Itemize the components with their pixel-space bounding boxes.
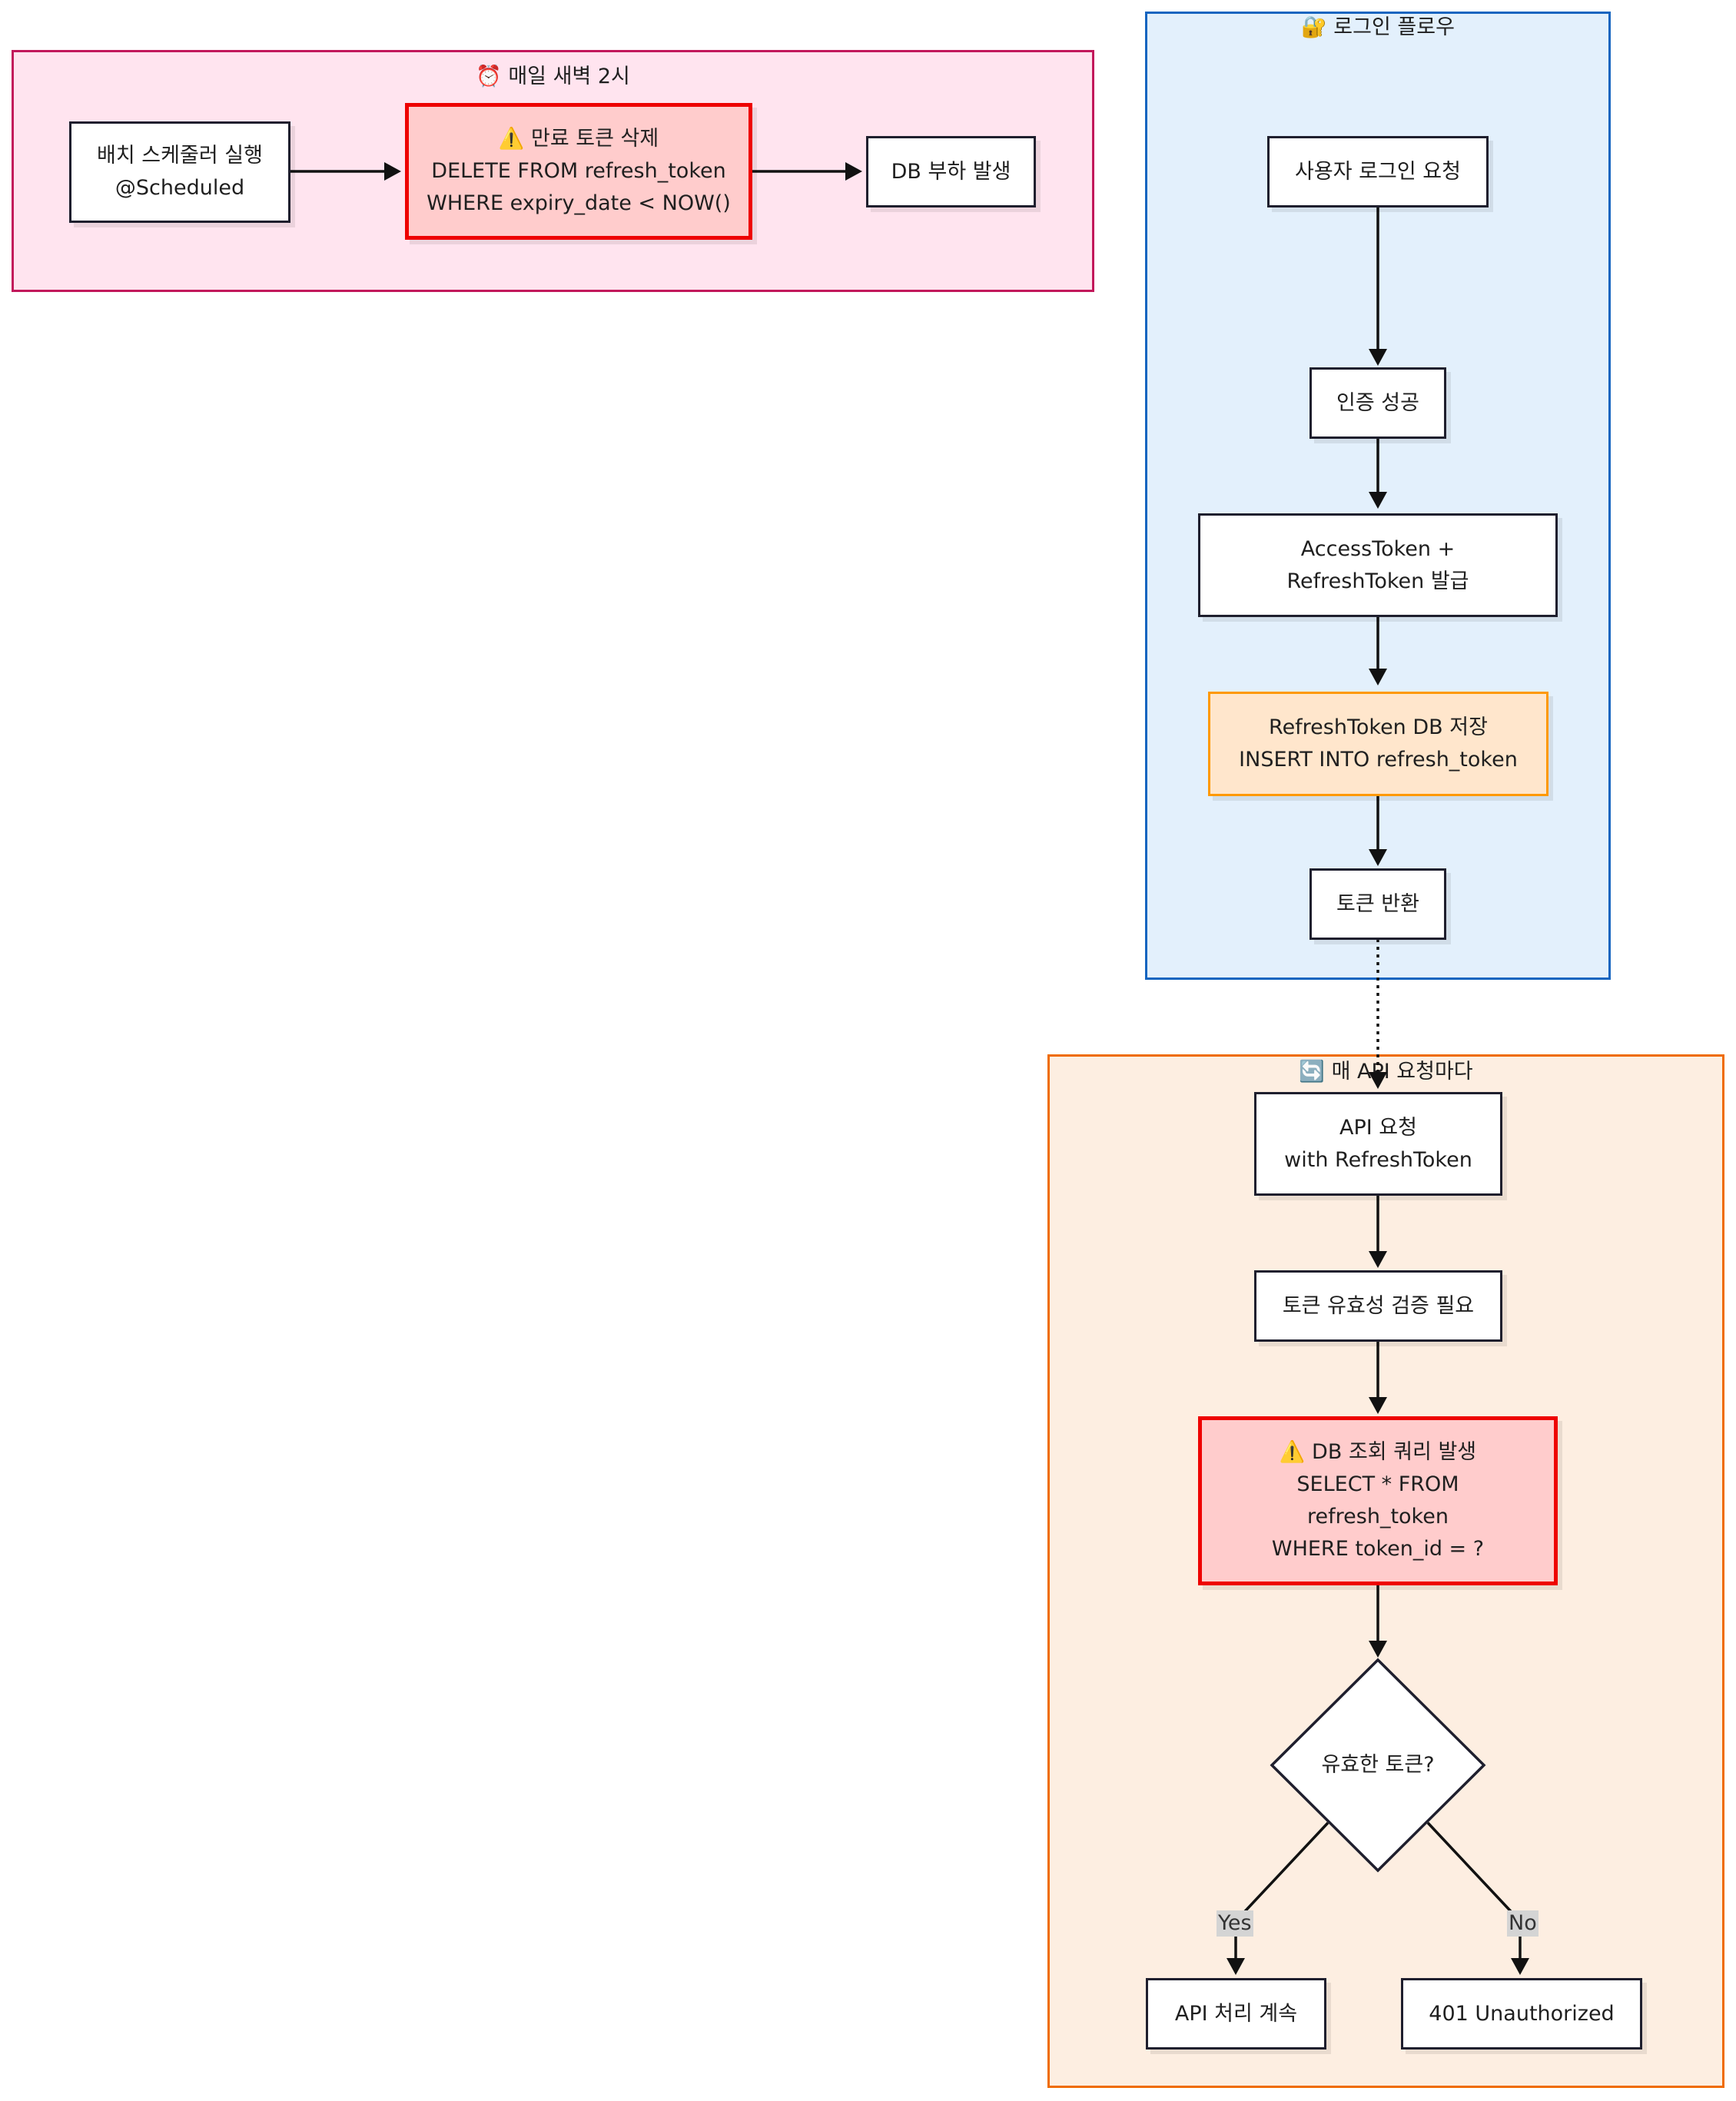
node-text: WHERE expiry_date < NOW() xyxy=(427,191,731,215)
node-text: DELETE FROM refresh_token xyxy=(431,159,726,183)
arrowhead-delete xyxy=(384,162,401,181)
node-token-return: 토큰 반환 xyxy=(1309,868,1446,940)
node-text: 사용자 로그인 요청 xyxy=(1295,159,1461,184)
lock-icon: 🔐 xyxy=(1301,15,1327,39)
node-token-validation-needed: 토큰 유효성 검증 필요 xyxy=(1254,1270,1502,1342)
node-expired-token-delete: ⚠️ 만료 토큰 삭제 DELETE FROM refresh_token WH… xyxy=(405,103,752,240)
arrowhead-return xyxy=(1369,849,1387,866)
cluster-per-api-request: 🔄 매 API 요청마다 xyxy=(1047,1054,1724,2088)
node-text: RefreshToken 발급 xyxy=(1286,569,1469,593)
node-title: DB 조회 쿼리 발생 xyxy=(1312,1440,1477,1464)
arrowhead-decision xyxy=(1369,1641,1387,1658)
arrowhead-issue xyxy=(1369,492,1387,509)
node-text: 401 Unauthorized xyxy=(1429,2001,1615,2026)
arrowhead-continue xyxy=(1226,1958,1245,1975)
node-text: AccessToken + xyxy=(1300,536,1456,561)
node-text: refresh_token xyxy=(1307,1505,1449,1528)
node-text: INSERT INTO refresh_token xyxy=(1239,748,1518,772)
node-text: 토큰 유효성 검증 필요 xyxy=(1282,1293,1475,1318)
warning-icon: ⚠️ xyxy=(1279,1440,1306,1464)
refresh-icon: 🔄 xyxy=(1299,1060,1325,1084)
cluster-login-flow-title: 🔐 로그인 플로우 xyxy=(1147,14,1608,41)
edge-label-yes: Yes xyxy=(1217,1910,1253,1937)
alarm-clock-icon: ⏰ xyxy=(476,65,502,88)
arrowhead-verify xyxy=(1369,1251,1387,1268)
node-user-login-request: 사용자 로그인 요청 xyxy=(1267,136,1489,207)
arrowhead-unauth xyxy=(1511,1958,1529,1975)
node-auth-success: 인증 성공 xyxy=(1309,367,1446,439)
node-text: 토큰 반환 xyxy=(1336,891,1419,916)
decision-valid-token-label: 유효한 토큰? xyxy=(1321,1753,1435,1777)
node-401-unauthorized: 401 Unauthorized xyxy=(1401,1978,1642,2050)
node-text: API 요청 xyxy=(1339,1115,1417,1140)
node-text: API 처리 계속 xyxy=(1174,2001,1298,2026)
node-text: DB 부하 발생 xyxy=(891,159,1011,184)
arrowhead-db-load xyxy=(845,162,862,181)
node-text: with RefreshToken xyxy=(1284,1147,1472,1172)
node-text: ⚠️ 만료 토큰 삭제 xyxy=(499,123,659,155)
arrowhead-store xyxy=(1369,669,1387,685)
cluster-daily-batch-title: ⏰ 매일 새벽 2시 xyxy=(14,63,1092,91)
cluster-title-text: 로그인 플로우 xyxy=(1333,15,1455,39)
node-text: SELECT * FROM xyxy=(1296,1472,1459,1496)
node-token-issue: AccessToken + RefreshToken 발급 xyxy=(1198,513,1558,617)
arrowhead-api xyxy=(1369,1072,1387,1089)
node-db-load: DB 부하 발생 xyxy=(866,136,1036,207)
node-title: 만료 토큰 삭제 xyxy=(531,127,659,151)
node-text: ⚠️ DB 조회 쿼리 발생 xyxy=(1280,1436,1476,1469)
node-batch-scheduler: 배치 스케줄러 실행 @Scheduled xyxy=(69,121,290,223)
edge-label-no: No xyxy=(1507,1910,1539,1937)
arrowhead-auth xyxy=(1369,349,1387,366)
cluster-per-api-request-title: 🔄 매 API 요청마다 xyxy=(1050,1058,1722,1086)
node-api-request: API 요청 with RefreshToken xyxy=(1254,1092,1502,1196)
edge-decision-yes xyxy=(1234,1821,1329,1958)
cluster-title-text: 매 API 요청마다 xyxy=(1331,1060,1473,1084)
decision-diamond xyxy=(1270,1658,1486,1873)
node-text: RefreshToken DB 저장 xyxy=(1269,715,1488,739)
node-text: WHERE token_id = ? xyxy=(1271,1537,1485,1561)
warning-icon: ⚠️ xyxy=(498,127,525,151)
node-text: 인증 성공 xyxy=(1336,390,1419,415)
cluster-title-text: 매일 새벽 2시 xyxy=(508,65,630,88)
node-api-continue: API 처리 계속 xyxy=(1146,1978,1326,2050)
node-text: @Scheduled xyxy=(115,176,245,200)
edge-decision-no xyxy=(1426,1821,1522,1958)
arrowhead-query xyxy=(1369,1397,1387,1414)
node-text: 배치 스케줄러 실행 xyxy=(97,144,263,168)
node-refresh-token-db-store: RefreshToken DB 저장 INSERT INTO refresh_t… xyxy=(1208,692,1548,796)
node-db-query: ⚠️ DB 조회 쿼리 발생 SELECT * FROM refresh_tok… xyxy=(1198,1416,1558,1585)
